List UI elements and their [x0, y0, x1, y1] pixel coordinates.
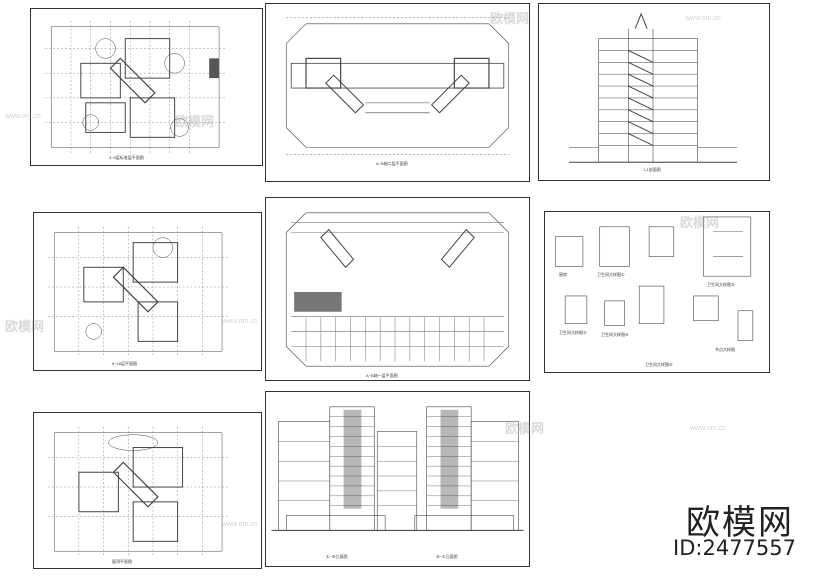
- watermark-site: www.om.cn: [685, 15, 721, 22]
- watermark-text: 欧模网: [175, 114, 215, 129]
- sheet-caption: 9~16层平面图: [112, 361, 138, 366]
- drawing-sheet-section[interactable]: 1-1剖面图: [538, 3, 770, 181]
- section-drawing: [568, 12, 738, 163]
- detail-label: 卫生间大样图④: [601, 332, 629, 337]
- drawing-sheet-site-plan-2[interactable]: A~B轴一层平面图: [265, 197, 530, 381]
- site-plan-2-drawing: [285, 212, 510, 367]
- floor-plan-3-drawing: [48, 426, 228, 558]
- asset-id: ID:2477557: [673, 536, 796, 560]
- elevation-drawing: [271, 406, 524, 531]
- drawing-sheet-elevation[interactable]: ①~⑩立面图 ⑩~①立面图: [265, 391, 530, 567]
- brand-logo-text: 欧模网: [686, 503, 794, 543]
- watermark-text: 欧模网: [680, 215, 720, 230]
- watermark-text: 欧模网: [490, 11, 530, 26]
- floor-plan-2-drawing: [48, 226, 228, 358]
- watermark-site: www.om.cn: [690, 425, 726, 432]
- detail-label: 卫生间大样图②: [707, 282, 735, 287]
- floor-plan-1-drawing: [45, 20, 225, 154]
- detail-label: 节点大样图: [715, 347, 735, 352]
- details-drawing: [554, 216, 754, 341]
- watermark-site: www.om.cn: [222, 318, 258, 325]
- sheet-caption-left: ①~⑩立面图: [326, 554, 348, 559]
- watermark-text: 欧模网: [5, 319, 45, 334]
- sheet-caption: A~B轴二层平面图: [376, 161, 408, 166]
- sheet-caption: 1-1剖面图: [643, 167, 661, 172]
- watermark-site: www.om.cn: [222, 521, 258, 528]
- detail-label: 卫生间大样图⑤: [645, 362, 673, 367]
- drawing-sheet-floor-plan-3[interactable]: 屋顶平面图: [33, 412, 262, 569]
- sheet-caption-right: ⑩~①立面图: [436, 554, 458, 559]
- drawing-sheet-details[interactable]: 厨房 卫生间大样图① 卫生间大样图② 卫生间大样图③ 卫生间大样图④ 卫生间大样…: [544, 211, 770, 373]
- drawing-sheet-floor-plan-2[interactable]: 9~16层平面图: [33, 212, 262, 371]
- detail-label: 厨房: [559, 272, 567, 277]
- drawing-sheet-site-plan-1[interactable]: A~B轴二层平面图: [265, 3, 530, 182]
- sheet-caption: 屋顶平面图: [112, 559, 132, 564]
- detail-label: 卫生间大样图③: [559, 330, 587, 335]
- site-plan-1-drawing: [285, 17, 510, 155]
- watermark-text: 欧模网: [505, 421, 545, 436]
- watermark-site: www.om.cn: [5, 113, 41, 120]
- sheet-caption: A~B轴一层平面图: [366, 373, 398, 378]
- drawing-sheet-floor-plan-1[interactable]: 3~8层标准层平面图: [30, 8, 263, 166]
- sheet-caption: 3~8层标准层平面图: [109, 155, 144, 160]
- detail-label: 卫生间大样图①: [597, 272, 625, 277]
